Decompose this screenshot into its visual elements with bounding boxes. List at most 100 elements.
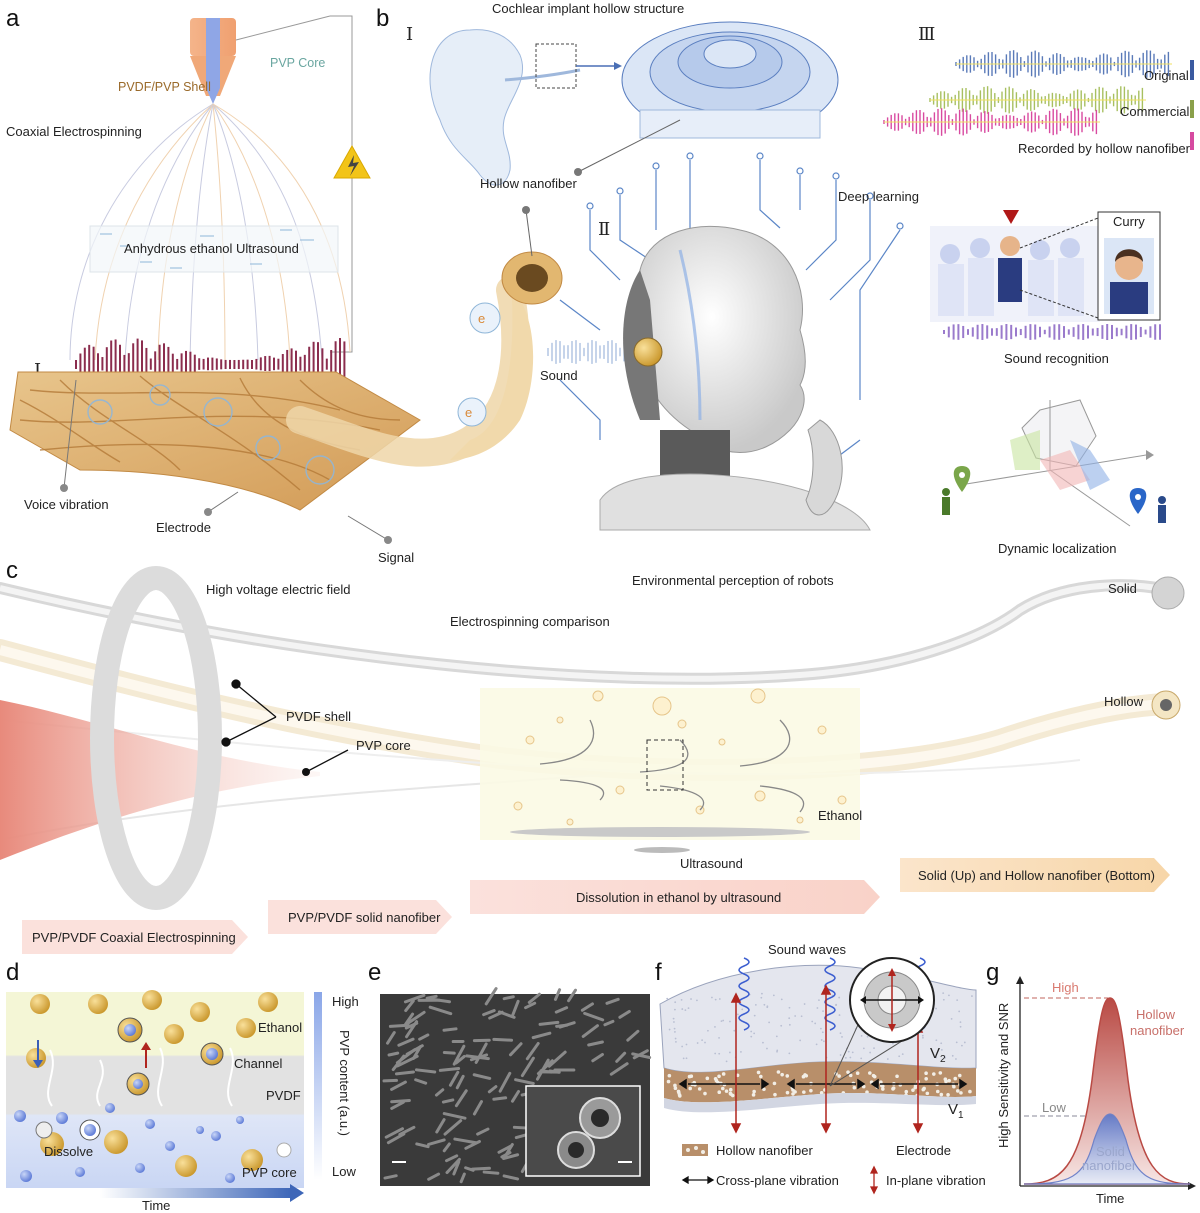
ethanol-ultrasound-label: Anhydrous ethanol Ultrasound [124, 241, 299, 256]
sound-wave-curve [738, 957, 750, 1031]
electrode-grain [741, 1008, 744, 1011]
electrode-grain [942, 998, 945, 1001]
hollow-series-label: Hollow [1136, 1007, 1176, 1022]
sem-fiber [531, 1031, 552, 1040]
sem-fiber [414, 1078, 428, 1085]
fiber-dot [946, 1092, 950, 1097]
step-arrow-3: Dissolution in ethanol by ultrasound [470, 880, 880, 914]
panel-e [380, 987, 652, 1186]
solid-curve [1023, 1113, 1191, 1185]
sem-fiber [484, 987, 498, 1006]
sem-fiber [443, 1119, 463, 1136]
fiber-dot [837, 1074, 841, 1078]
electrospinning-comparison-label: Electrospinning comparison [450, 614, 610, 629]
fiber-dot [871, 1073, 876, 1078]
legend-hollow-nanofiber-label: Hollow nanofiber [716, 1143, 814, 1158]
sem-fiber [591, 1052, 604, 1063]
fiber-dot [673, 1083, 677, 1088]
fiber-dot [959, 1091, 963, 1095]
solid-series-label: Solid [1096, 1144, 1125, 1159]
step-solid-hollow-label: Solid (Up) and Hollow nanofiber (Bottom) [918, 868, 1155, 883]
sem-fiber [605, 997, 620, 1005]
fiber-dot [952, 1084, 956, 1089]
localization-diagram [959, 399, 1154, 527]
legend-hollow-nanofiber-swatch [682, 1144, 708, 1156]
fiber-dot [688, 1086, 693, 1091]
solid-fiber-end [1151, 576, 1185, 610]
g-ylabel: High Sensitivity and SNR [996, 1003, 1011, 1148]
sem-fiber [603, 1019, 615, 1027]
sem-fiber [428, 1005, 453, 1016]
sem-fiber [405, 1010, 426, 1026]
electrode-grain [672, 1017, 675, 1020]
panel-label-g: g [986, 959, 999, 986]
sem-fiber [520, 1056, 535, 1078]
fiber-dot [848, 1073, 853, 1078]
sem-fiber [554, 1006, 569, 1014]
electrode-grain [935, 1056, 938, 1059]
electrode-grain [673, 1027, 676, 1030]
legend-cross-plane-label: Cross-plane vibration [716, 1173, 839, 1188]
sem-fiber [415, 1142, 430, 1149]
fiber-dot [935, 1089, 940, 1094]
shell-label: PVDF/PVP Shell [118, 80, 211, 94]
fiber-dot [911, 1088, 915, 1092]
cochlea-illustration [621, 21, 839, 139]
sound-wave-curve [824, 957, 836, 1031]
electrode-grain [800, 1015, 803, 1018]
fiber-dot [904, 1089, 909, 1094]
electrode-grain [788, 1006, 791, 1009]
sem-fiber [390, 1100, 405, 1110]
sem-fiber [487, 1085, 498, 1094]
sem-fiber [631, 1052, 652, 1060]
electrode-grain [803, 1003, 806, 1005]
pvp-content-colorbar [314, 992, 322, 1180]
sem-fiber [453, 1137, 478, 1145]
electrode-grain [718, 1052, 721, 1055]
electrode-grain [714, 1052, 717, 1055]
electrode-grain [943, 1055, 946, 1058]
sem-fiber [609, 1062, 629, 1076]
high-label-d: High [332, 994, 359, 1009]
fiber-dot [773, 1092, 777, 1097]
sem-fiber [445, 1154, 459, 1163]
sem-fiber [386, 1132, 406, 1145]
robot-head [599, 225, 871, 531]
electrode-grain [794, 1015, 797, 1017]
sem-fiber [511, 999, 520, 1017]
pvdf-shell-label: PVDF shell [286, 709, 351, 724]
sem-fiber [404, 999, 415, 1013]
electrode-grain [718, 1037, 720, 1039]
hollow-nanofiber-layer [664, 1061, 976, 1103]
fiber-dot [724, 1089, 729, 1093]
sem-fiber [455, 1074, 465, 1090]
electrode-grain [711, 996, 713, 999]
sem-fiber [626, 1029, 640, 1042]
low-label-d: Low [332, 1164, 356, 1179]
electrode-grain [862, 1047, 865, 1050]
blue-location-pin-icon [1129, 488, 1147, 514]
pvdf-shell-pointer [221, 679, 277, 747]
pvdf-label-d: PVDF [266, 1088, 301, 1103]
fiber-dot [922, 1086, 926, 1091]
fiber-dot [925, 1091, 930, 1096]
legend-in-plane-arrow [869, 1165, 879, 1195]
electrode-grain [684, 1009, 687, 1012]
panel-label-a: a [6, 5, 20, 32]
electrode-grain [959, 1025, 962, 1028]
fiber-dot [865, 1090, 869, 1095]
fiber-dot [924, 1076, 928, 1081]
electrode-grain [814, 1022, 817, 1025]
sem-fiber [547, 1050, 567, 1068]
fiber-dot [802, 1090, 806, 1094]
fiber-dot [939, 1092, 944, 1097]
electrode-grain [733, 1029, 736, 1032]
audio-spectra [883, 50, 1172, 136]
fiber-dot [762, 1087, 766, 1092]
fiber-dot [944, 1079, 948, 1084]
electrode-grain [898, 1055, 901, 1058]
cochlear-title: Cochlear implant hollow structure [492, 1, 684, 16]
solid-series-label-2: nanofiber [1082, 1158, 1137, 1173]
roman-I-a: Ⅰ [34, 360, 41, 381]
